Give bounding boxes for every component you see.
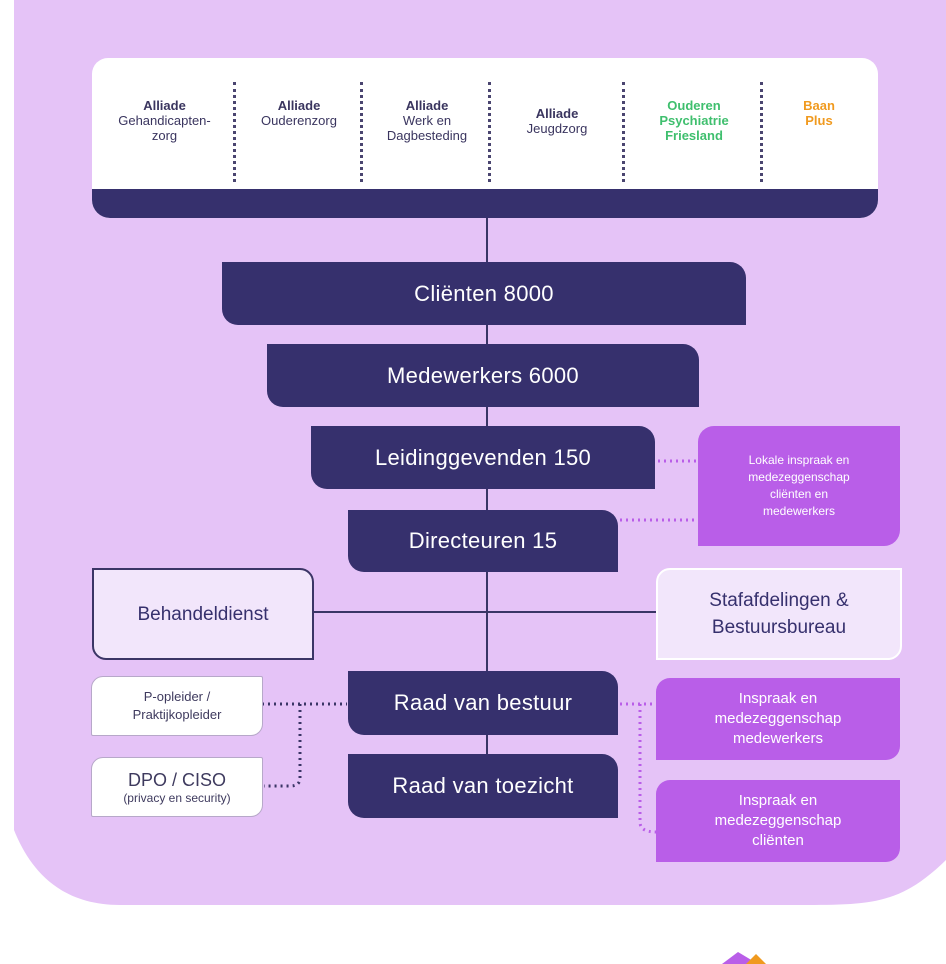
medewerkers-block: Medewerkers 6000 (267, 344, 699, 407)
p-opleider-label: P-opleider / Praktijkopleider (132, 689, 222, 722)
inspraak-medewerkers-box: Inspraak en medezeggenschap medewerkers (656, 678, 900, 760)
organizations-card: Alliade Gehandicapten- zorg Alliade Oude… (92, 58, 878, 218)
org-sub: Werk en Dagbesteding (386, 113, 468, 143)
directeuren-block: Directeuren 15 (348, 510, 618, 572)
leidinggevenden-block: Leidinggevenden 150 (311, 426, 655, 489)
org-baan-plus: Baan Plus (764, 98, 874, 128)
org-sub: Gehandicapten- zorg (118, 113, 211, 143)
org-divider (622, 82, 625, 182)
org-alliade-gehandicaptenzorg: Alliade Gehandicapten- zorg (92, 98, 237, 143)
inspraak-clienten-label: Inspraak en medezeggenschap cliënten (714, 792, 842, 849)
logo-icon (722, 952, 766, 964)
inspraak-medewerkers-label: Inspraak en medezeggenschap medewerkers (714, 690, 842, 747)
raad-van-toezicht-block: Raad van toezicht (348, 754, 618, 818)
clienten-label: Cliënten 8000 (414, 280, 554, 306)
dpo-ciso-subtitle: (privacy en security) (123, 791, 231, 805)
org-alliade-werk-dagbesteding: Alliade Werk en Dagbesteding (364, 98, 490, 143)
leidinggevenden-label: Leidinggevenden 150 (374, 444, 592, 470)
org-divider (233, 82, 236, 182)
stafafdelingen-label: Stafafdelingen & Bestuursbureau (709, 590, 849, 638)
org-ouderen-psychiatrie-friesland: Ouderen Psychiatrie Friesland (626, 98, 762, 143)
org-sub: Jeugdzorg (526, 121, 588, 136)
org-name: Alliade (277, 98, 321, 113)
org-alliade-ouderenzorg: Alliade Ouderenzorg (239, 98, 359, 128)
raad-van-bestuur-label: Raad van bestuur (393, 690, 573, 715)
org-name: Alliade (535, 106, 579, 121)
org-divider (360, 82, 363, 182)
stafafdelingen-box: Stafafdelingen & Bestuursbureau (656, 568, 902, 660)
org-name: Ouderen Psychiatrie Friesland (659, 98, 729, 143)
medewerkers-label: Medewerkers 6000 (387, 362, 579, 388)
org-divider (760, 82, 763, 182)
inspraak-clienten-box: Inspraak en medezeggenschap cliënten (656, 780, 900, 862)
organizations-card-band (92, 189, 878, 218)
raad-van-bestuur-block: Raad van bestuur (348, 671, 618, 735)
behandeldienst-box: Behandeldienst (92, 568, 314, 660)
directeuren-label: Directeuren 15 (408, 528, 558, 553)
clienten-block: Cliënten 8000 (222, 262, 746, 325)
lokale-inspraak-box: Lokale inspraak en medezeggenschap cliën… (698, 426, 900, 546)
org-name: Alliade (405, 98, 449, 113)
dpo-ciso-title: DPO / CISO (127, 770, 226, 790)
behandeldienst-label: Behandeldienst (137, 603, 269, 625)
dpo-ciso-box: DPO / CISO (privacy en security) (91, 757, 263, 817)
org-sub: Ouderenzorg (261, 113, 337, 128)
raad-van-toezicht-label: Raad van toezicht (392, 773, 574, 798)
org-alliade-jeugdzorg: Alliade Jeugdzorg (494, 106, 620, 136)
org-name: Alliade (143, 98, 186, 113)
p-opleider-box: P-opleider / Praktijkopleider (91, 676, 263, 736)
lokale-inspraak-label: Lokale inspraak en medezeggenschap cliën… (748, 453, 850, 518)
org-name: Baan Plus (803, 98, 835, 128)
org-divider (488, 82, 491, 182)
